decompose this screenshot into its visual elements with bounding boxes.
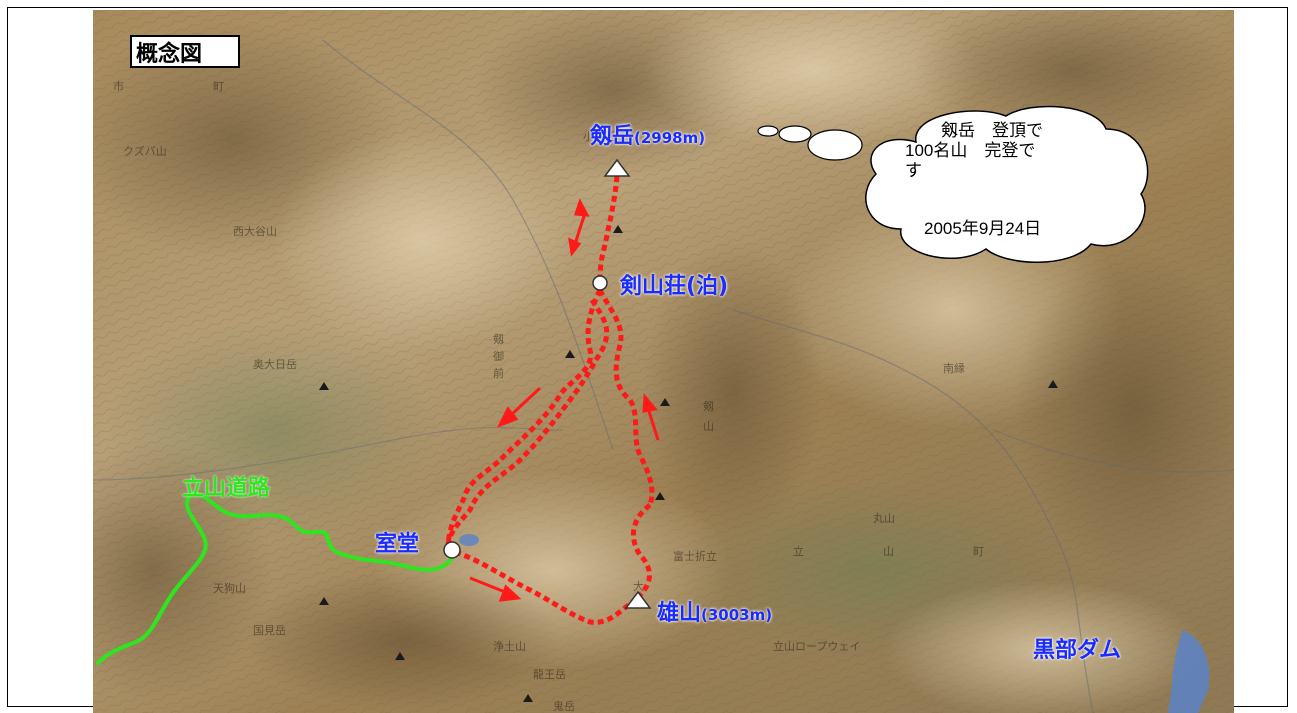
svg-text:天狗山: 天狗山 [213,582,246,595]
arrow-down-icon [568,237,582,257]
hut-label: 剣山荘(泊) [620,274,729,299]
svg-text:浄土山: 浄土山 [493,639,526,653]
arrow-north-line [646,407,660,441]
svg-text:前: 前 [493,366,504,380]
arrow-up-icon [573,198,590,217]
oyama-elevation: (3003m) [701,606,773,624]
tsurugi-label: 剱岳(2998m) [590,118,705,150]
svg-text:奥大日岳: 奥大日岳 [253,357,297,371]
arrow-updown-line [573,212,587,245]
arrow-west-line [508,386,542,418]
kurobe-dam-label: 黒部ダム [1033,638,1122,663]
svg-text:町: 町 [213,80,224,93]
route-summit-hut [597,175,620,284]
svg-text:立山ロープウェイ: 立山ロープウェイ [773,639,860,653]
svg-text:西大谷山: 西大谷山 [233,224,277,238]
svg-text:山: 山 [883,545,894,558]
arrow-north-head-icon [642,393,658,413]
callout-line-2: 100名山 完登で [905,141,1036,160]
svg-text:南縁: 南縁 [943,361,965,375]
oyama-name: 雄山 [657,601,702,626]
murodo-marker-icon [443,541,461,559]
svg-text:立: 立 [793,544,804,558]
svg-text:大: 大 [633,579,644,593]
svg-text:小窓王: 小窓王 [583,129,616,143]
svg-text:鬼岳: 鬼岳 [553,699,575,713]
svg-text:剱: 剱 [493,333,504,346]
tsurugi-name: 剱岳 [590,124,635,149]
svg-text:御: 御 [493,349,504,363]
topographic-map: 市 町 クズバ山 西大谷山 奥大日岳 剱 御 前 小窓王 南縁 立 山 町 丸山… [93,10,1234,713]
callout-bubble [865,105,1149,263]
svg-text:丸山: 丸山 [873,512,895,525]
route-hut-murodo-inner [445,298,610,546]
callout-text: 剱岳 登頂で 100名山 完登で す [905,121,1125,181]
tsurugi-summit-icon [603,158,631,177]
arrow-southeast-head-icon [498,584,522,602]
route-hut-murodo-west [445,288,603,546]
route-hut-east [597,288,655,506]
tateyama-road-label: 立山道路 [182,476,271,501]
svg-text:国見岳: 国見岳 [253,624,286,637]
hut-marker-icon [592,275,608,291]
tsurugi-elevation: (2998m) [634,129,706,147]
arrow-west-head-icon [496,406,519,428]
svg-text:町: 町 [973,545,984,558]
callout-date: 2005年9月24日 [924,219,1042,238]
arrow-southeast-line [469,576,506,594]
svg-text:剱: 剱 [703,400,714,413]
callout-tail [757,125,863,161]
svg-text:クズバ山: クズバ山 [123,144,167,158]
oyama-summit-icon [624,590,652,609]
svg-text:山: 山 [703,420,714,433]
svg-text:龍王岳: 龍王岳 [533,667,566,681]
svg-text:富士折立: 富士折立 [673,549,717,563]
route-ridge-oyama [630,503,652,597]
oyama-label: 雄山(3003m) [657,595,772,627]
callout-line-3: す [905,161,922,180]
map-title: 概念図 [130,35,240,68]
svg-text:市: 市 [113,79,124,93]
terrain-background: 市 町 クズバ山 西大谷山 奥大日岳 剱 御 前 小窓王 南縁 立 山 町 丸山… [93,10,1234,713]
murodo-label: 室堂 [375,532,420,557]
callout-line-1: 剱岳 登頂で [941,121,1043,140]
route-murodo-oyama [454,549,640,625]
tateyama-road-line [96,491,454,665]
